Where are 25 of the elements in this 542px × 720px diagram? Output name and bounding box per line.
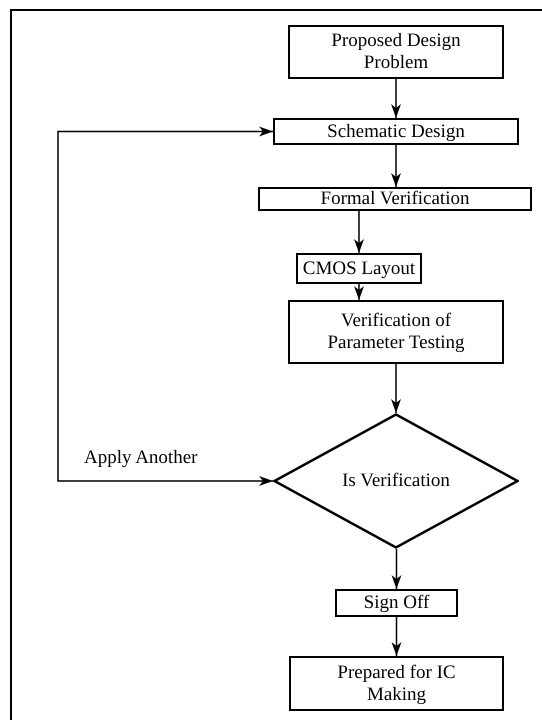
step-label: CMOS Layout	[302, 258, 416, 280]
step-label: Verification of Parameter Testing	[326, 310, 466, 354]
arrow	[354, 284, 364, 300]
process-box	[273, 118, 519, 145]
arrow	[391, 364, 401, 413]
step-label: Schematic Design	[327, 120, 465, 142]
step-label: Prepared for IC Making	[336, 662, 457, 706]
decision-diamond	[273, 413, 519, 549]
step-label: Is Verification	[342, 470, 450, 492]
arrow	[391, 145, 401, 187]
process-box	[335, 589, 458, 617]
process-box	[288, 25, 504, 79]
arrow	[57, 126, 273, 486]
step-label: Proposed Design Problem	[330, 30, 462, 74]
process-box	[289, 656, 504, 711]
arrow	[392, 549, 402, 589]
arrow	[354, 211, 364, 253]
arrow	[391, 79, 401, 118]
process-box	[296, 253, 422, 284]
arrow	[392, 617, 402, 656]
process-box	[258, 187, 532, 211]
process-box	[288, 300, 504, 364]
step-label: Sign Off	[364, 592, 430, 614]
step-label: Formal Verification	[320, 188, 470, 210]
edge-label: Apply Another	[84, 447, 198, 469]
